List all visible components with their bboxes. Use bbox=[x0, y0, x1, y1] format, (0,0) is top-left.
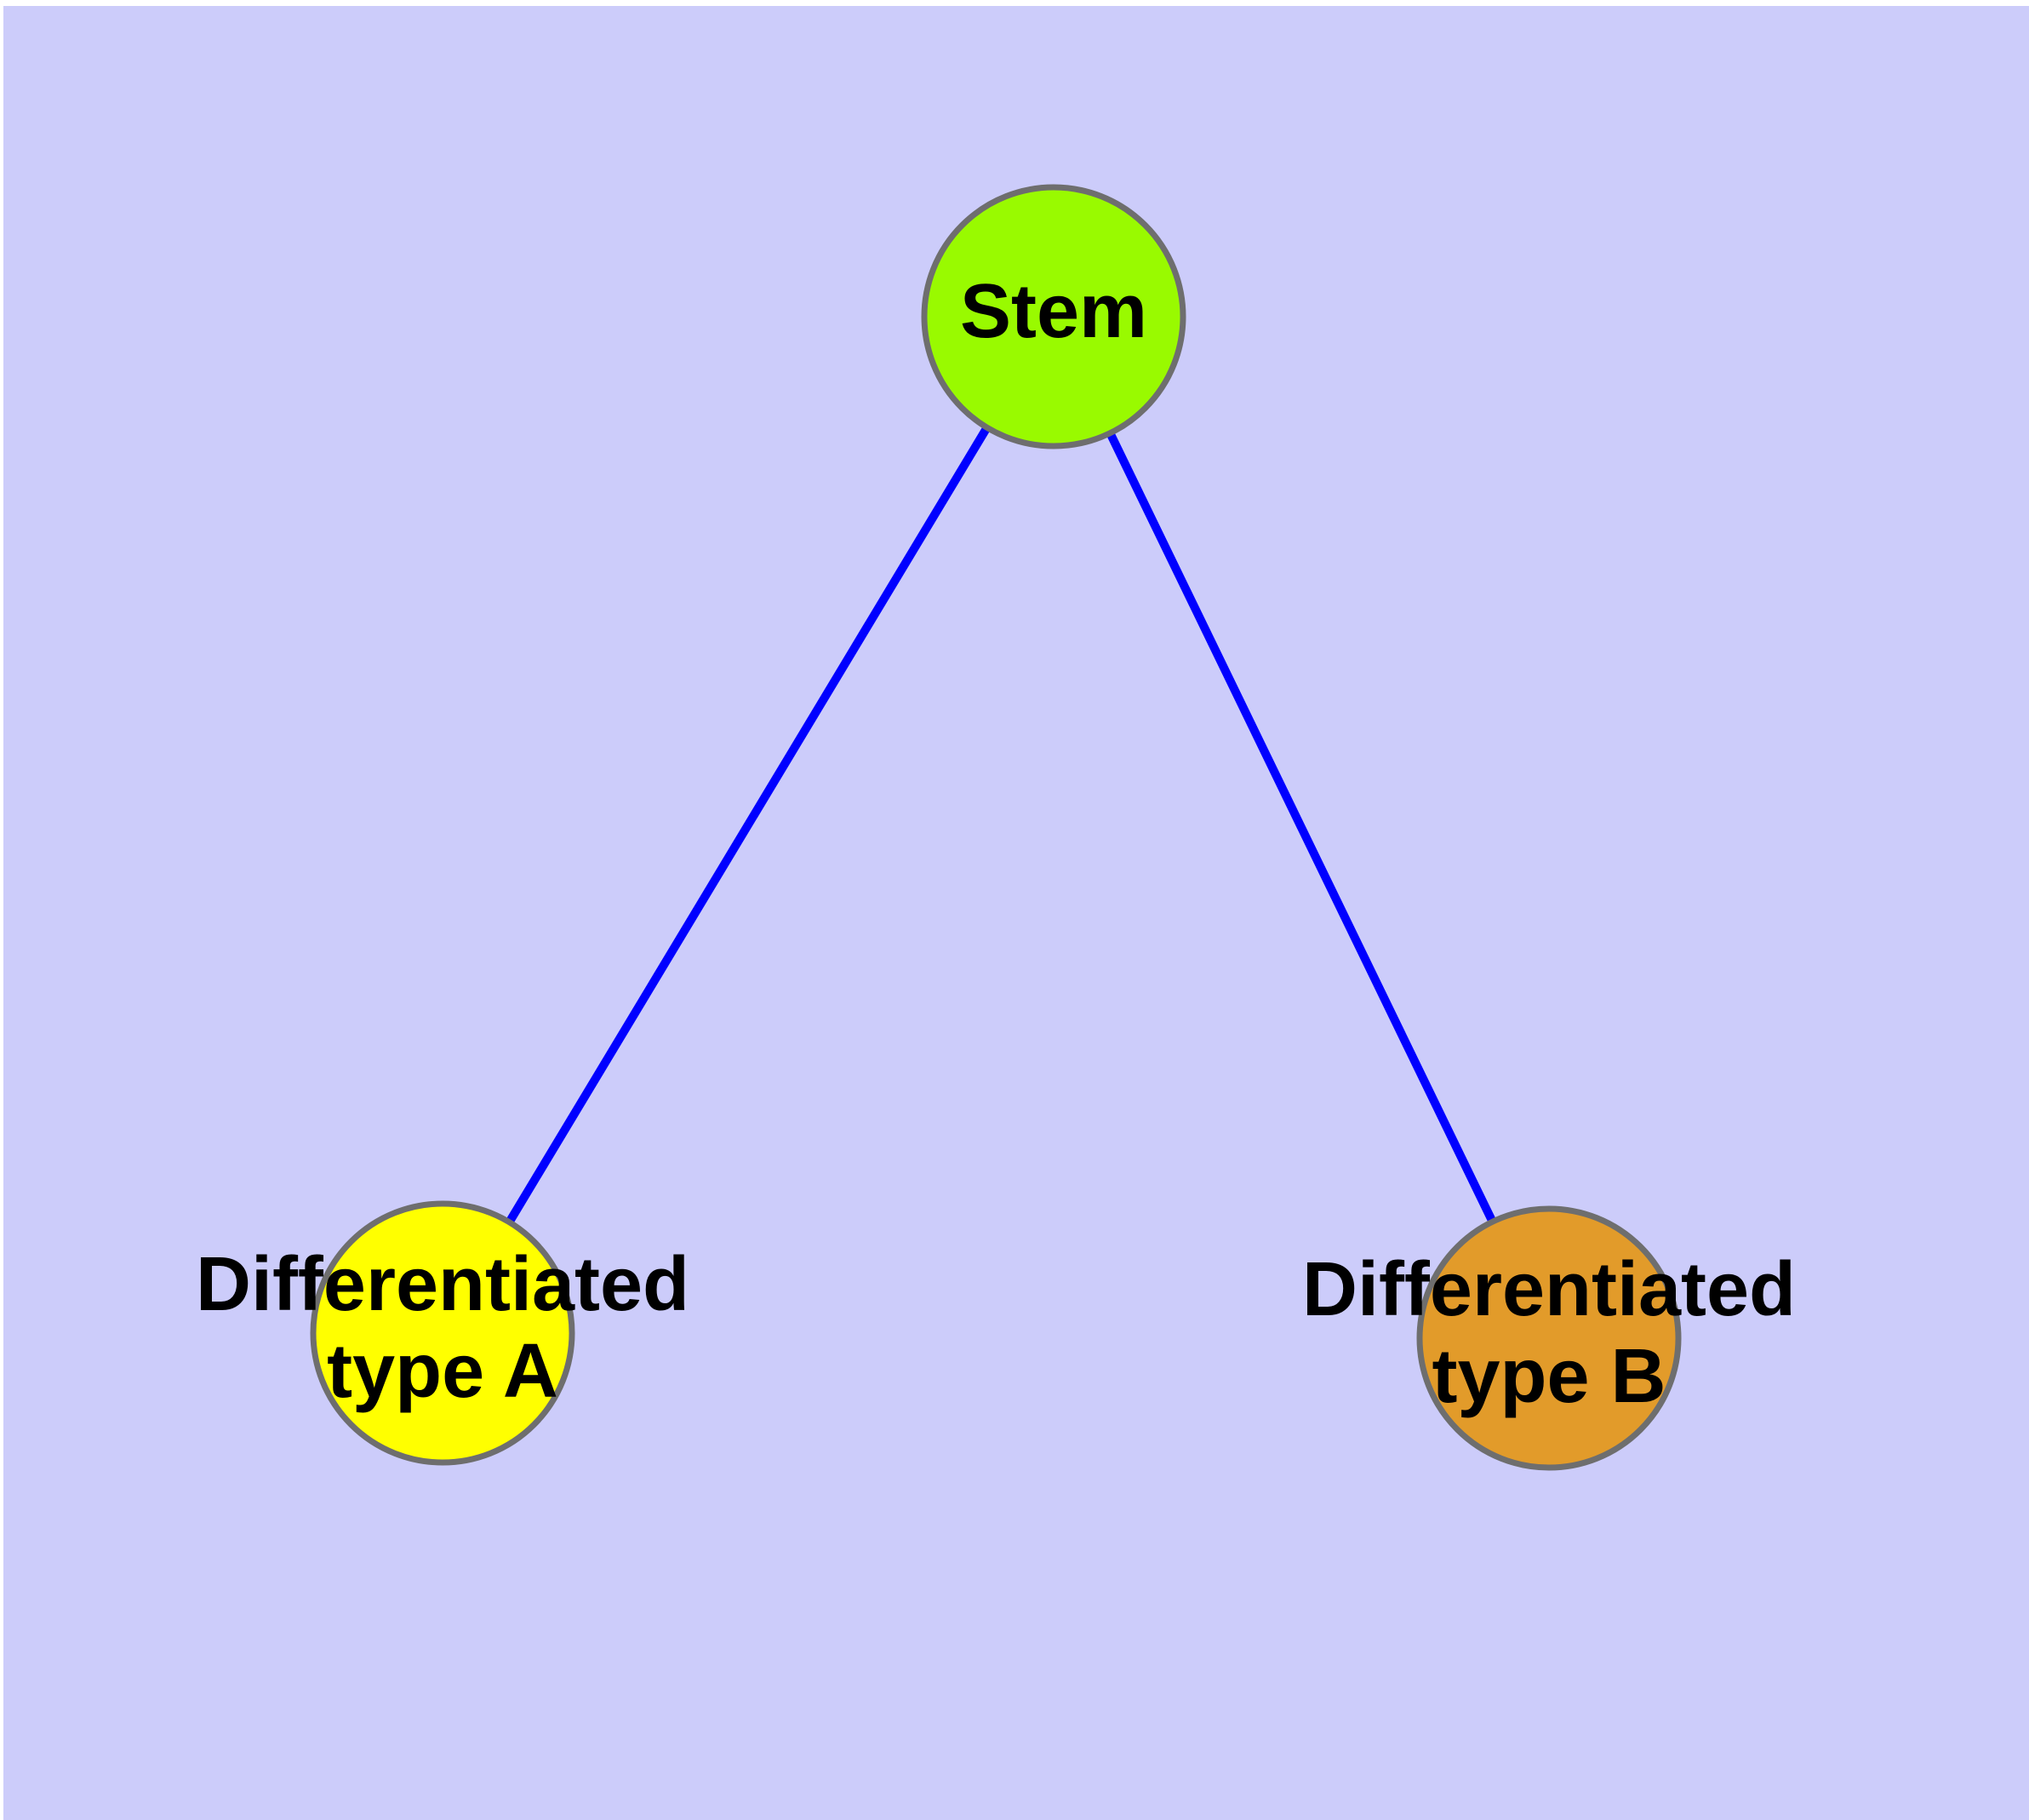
node-circle-diff_a[interactable] bbox=[310, 1200, 575, 1466]
node-label-line: type B bbox=[1432, 1334, 1666, 1419]
graph-edge bbox=[506, 425, 991, 1225]
node-circle-diff_b[interactable] bbox=[1416, 1205, 1682, 1471]
edges-layer bbox=[506, 425, 1497, 1225]
node-label-line: Differentiated bbox=[1302, 1247, 1796, 1332]
node-label-stem: Stem bbox=[960, 269, 1147, 354]
node-circle-stem[interactable] bbox=[921, 184, 1186, 449]
node-label-line: Differentiated bbox=[196, 1242, 689, 1327]
node-label-line: Stem bbox=[960, 269, 1147, 354]
graph-node-stem[interactable]: Stem bbox=[921, 184, 1186, 449]
graph-edge bbox=[1106, 431, 1497, 1224]
node-label-line: type A bbox=[327, 1329, 558, 1414]
